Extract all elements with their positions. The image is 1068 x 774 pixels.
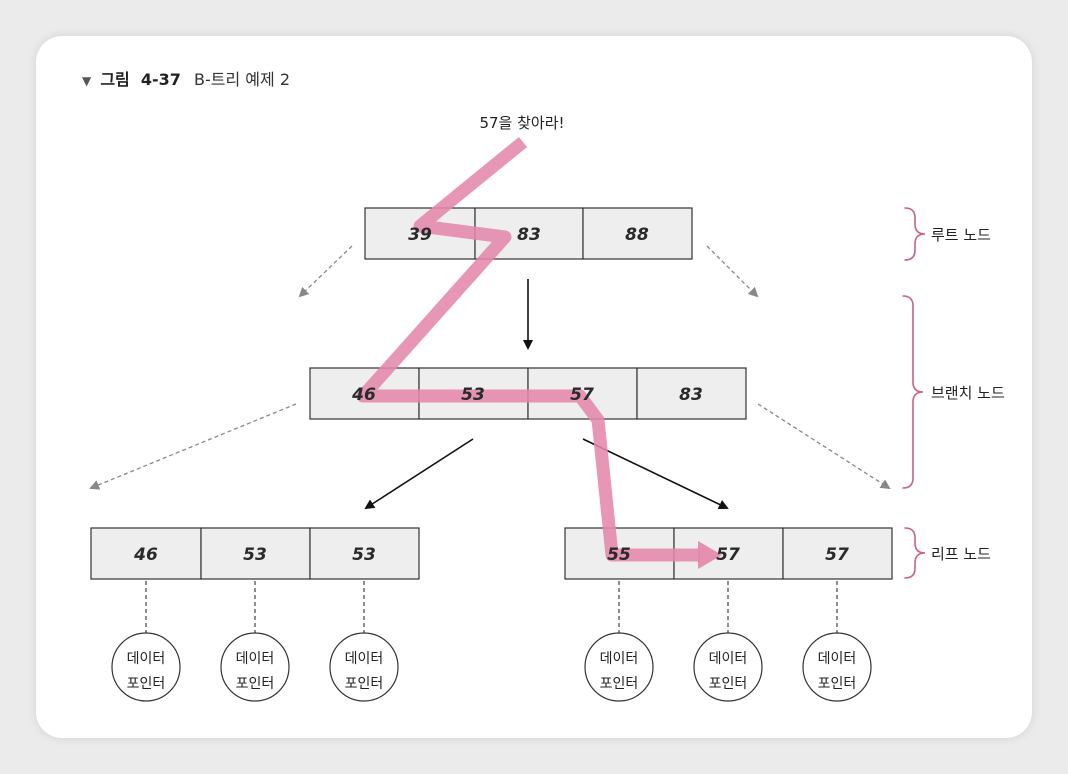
data-pointer-line2: 포인터 [127, 676, 166, 692]
data-pointer: 데이터 포인터 [111, 632, 181, 702]
branch-key: 83 [679, 385, 703, 405]
root-key: 39 [408, 225, 432, 245]
leaf-node-right [564, 527, 893, 580]
dashed-arrow-branch-left [89, 403, 297, 490]
search-path [356, 136, 700, 562]
dashed-arrow-root-right [706, 245, 759, 298]
arrow-branch-to-leaf-left [364, 438, 474, 510]
leaf-key: 57 [825, 545, 849, 565]
leaf-key: 53 [243, 545, 267, 565]
branch-cell [636, 367, 747, 420]
leaf-key: 53 [352, 545, 376, 565]
caption-marker: ▼ [82, 74, 92, 88]
leaf-key: 46 [133, 545, 158, 565]
figure-caption: ▼ 그림 4-37 B-트리 예제 2 [82, 66, 290, 90]
pointer-connectors [145, 581, 838, 633]
data-pointer: 데이터 포인터 [220, 632, 290, 702]
caption-title: B-트리 예제 2 [194, 70, 290, 89]
data-pointer-line1: 데이터 [127, 651, 166, 667]
branch-key: 53 [461, 385, 485, 405]
data-pointer-line1: 데이터 [709, 651, 748, 667]
data-pointer-line1: 데이터 [818, 651, 857, 667]
leaf-cell [200, 527, 311, 580]
leaf-key: 57 [716, 545, 740, 565]
data-pointer-line1: 데이터 [236, 651, 275, 667]
data-pointer-line2: 포인터 [818, 676, 857, 692]
root-cell [582, 207, 693, 260]
data-pointers: 데이터 포인터 데이터 포인터 데이터 포인터 데이터 포인터 데이터 포인터 … [111, 632, 872, 702]
data-pointer-line2: 포인터 [709, 676, 748, 692]
data-pointer-line1: 데이터 [600, 651, 639, 667]
leaf-cell [782, 527, 893, 580]
leaf-node-left [90, 527, 420, 580]
label-leaf-node: 리프 노드 [931, 545, 991, 563]
data-pointer: 데이터 포인터 [693, 632, 763, 702]
label-root-node: 루트 노드 [931, 226, 991, 244]
data-pointer-line1: 데이터 [345, 651, 384, 667]
data-pointer-line2: 포인터 [236, 676, 275, 692]
data-pointer-line2: 포인터 [345, 676, 384, 692]
leaf-cell [309, 527, 420, 580]
caption-figure-number: 4-37 [140, 70, 181, 89]
data-pointer: 데이터 포인터 [329, 632, 399, 702]
leaf-key: 55 [607, 545, 631, 565]
root-key: 83 [517, 225, 541, 245]
branch-key: 46 [351, 385, 376, 405]
branch-key: 57 [570, 385, 594, 405]
data-pointer: 데이터 포인터 [584, 632, 654, 702]
search-label: 57을 찾아라! [479, 114, 564, 132]
brace-root [904, 207, 926, 261]
dashed-arrow-branch-right [757, 403, 891, 490]
search-path-arrowhead [698, 541, 722, 569]
brace-leaf [904, 527, 926, 579]
data-pointer: 데이터 포인터 [802, 632, 872, 702]
data-pointer-line2: 포인터 [600, 676, 639, 692]
dashed-arrow-root-left [298, 245, 353, 298]
brace-branch [902, 295, 924, 489]
root-key: 88 [625, 225, 649, 245]
leaf-cell [90, 527, 202, 580]
caption-figure-prefix: 그림 [100, 70, 130, 89]
label-branch-node: 브랜치 노드 [931, 384, 1005, 402]
